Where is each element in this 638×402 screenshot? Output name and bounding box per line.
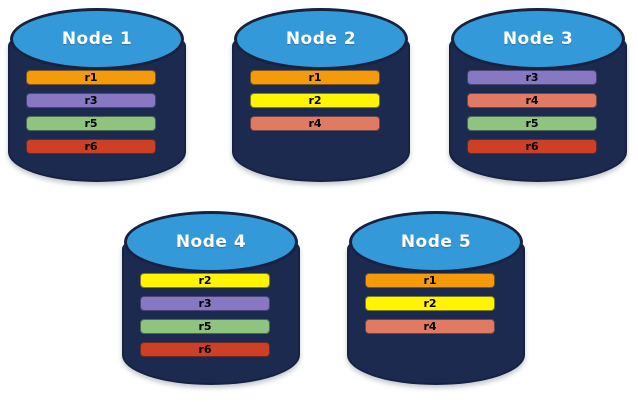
record-bar-r6[interactable]: r6 — [26, 139, 156, 154]
node-3-record-list: r3 r4 r5 r6 — [467, 70, 597, 154]
record-bar-r1[interactable]: r1 — [26, 70, 156, 85]
record-bar-r3[interactable]: r3 — [26, 93, 156, 108]
node-4-label: Node 4 — [175, 232, 247, 252]
record-bar-r3[interactable]: r3 — [140, 296, 270, 311]
node-2-cylinder-top: Node 2 — [234, 8, 408, 70]
node-4-record-list: r2 r3 r5 r6 — [140, 273, 270, 357]
record-bar-r4[interactable]: r4 — [250, 116, 380, 131]
record-bar-r6[interactable]: r6 — [140, 342, 270, 357]
node-2-record-list: r1 r2 r4 — [250, 70, 380, 131]
node-1-record-list: r1 r3 r5 r6 — [26, 70, 156, 154]
node-3-cylinder-top: Node 3 — [451, 8, 625, 70]
node-3[interactable]: r3 r4 r5 r6 Node 3 — [449, 6, 627, 192]
node-5[interactable]: r1 r2 r4 Node 5 — [347, 209, 525, 395]
node-4[interactable]: r2 r3 r5 r6 Node 4 — [122, 209, 300, 395]
record-bar-r3[interactable]: r3 — [467, 70, 597, 85]
record-bar-r2[interactable]: r2 — [365, 296, 495, 311]
node-5-cylinder-top: Node 5 — [349, 211, 523, 273]
node-1-cylinder-top: Node 1 — [10, 8, 184, 70]
node-4-cylinder-top: Node 4 — [124, 211, 298, 273]
node-1[interactable]: r1 r3 r5 r6 Node 1 — [8, 6, 186, 192]
record-bar-r1[interactable]: r1 — [250, 70, 380, 85]
record-bar-r5[interactable]: r5 — [140, 319, 270, 334]
node-3-label: Node 3 — [502, 29, 574, 49]
node-5-record-list: r1 r2 r4 — [365, 273, 495, 334]
record-bar-r1[interactable]: r1 — [365, 273, 495, 288]
record-bar-r2[interactable]: r2 — [140, 273, 270, 288]
record-bar-r4[interactable]: r4 — [467, 93, 597, 108]
record-bar-r2[interactable]: r2 — [250, 93, 380, 108]
node-5-label: Node 5 — [400, 232, 472, 252]
node-2[interactable]: r1 r2 r4 Node 2 — [232, 6, 410, 192]
record-bar-r5[interactable]: r5 — [467, 116, 597, 131]
record-bar-r6[interactable]: r6 — [467, 139, 597, 154]
record-bar-r4[interactable]: r4 — [365, 319, 495, 334]
node-2-label: Node 2 — [285, 29, 357, 49]
node-1-label: Node 1 — [61, 29, 133, 49]
record-bar-r5[interactable]: r5 — [26, 116, 156, 131]
